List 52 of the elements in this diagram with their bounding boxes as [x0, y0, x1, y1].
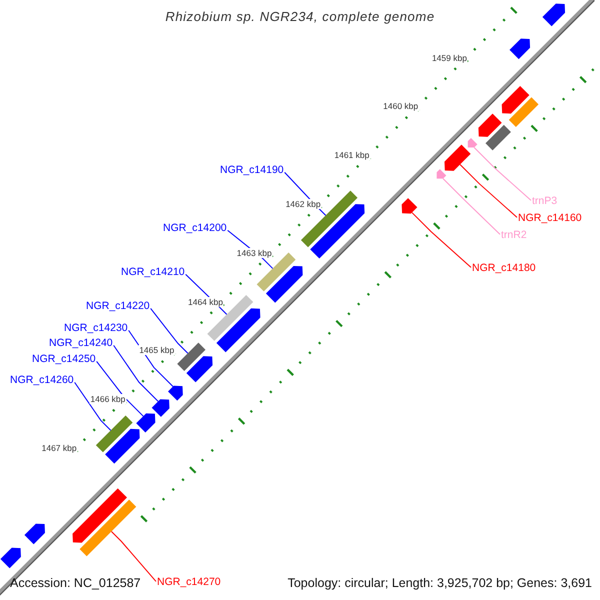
gene-label: trnR2	[501, 229, 527, 241]
leader-line	[128, 330, 174, 387]
scale-label: 1462 kbp	[284, 199, 322, 210]
gene-block	[96, 416, 140, 464]
leader-line	[411, 212, 472, 268]
gene-block	[478, 114, 511, 150]
gene-label: NGR_c14240	[49, 337, 113, 349]
gene-block	[510, 38, 530, 60]
gene-label: NGR_c14250	[32, 353, 96, 365]
leader-line	[110, 530, 156, 582]
gene-label: trnP3	[532, 195, 558, 207]
gene-label: NGR_c14230	[64, 322, 128, 334]
scale-label: 1466 kbp	[89, 394, 126, 404]
gene-label: NGR_c14260	[10, 374, 74, 386]
scale-label: 1467 kbp	[40, 443, 78, 454]
gene-label: NGR_c14270	[157, 576, 221, 588]
scale-label: 1460 kbp	[382, 101, 420, 112]
leader-line	[113, 344, 159, 402]
title: Rhizobium sp. NGR234, complete genome	[164, 9, 436, 24]
leader-line	[96, 360, 144, 417]
leader-line	[150, 308, 188, 354]
gene-block	[136, 413, 156, 432]
leader-line	[460, 164, 518, 218]
gene-block	[468, 138, 478, 148]
gene-block	[402, 198, 418, 214]
gene-block	[207, 294, 260, 352]
gene-block	[542, 4, 566, 26]
gene-block	[177, 342, 213, 382]
leader-line	[442, 178, 500, 235]
gene-label: NGR_c14210	[121, 266, 185, 278]
scale-label: 1465 kbp	[138, 345, 176, 356]
gene-block	[168, 386, 183, 401]
gene-label: NGR_c14190	[220, 164, 284, 176]
gene-block	[436, 169, 446, 179]
scale-label: 1461 kbp	[333, 150, 370, 160]
info-text: Topology: circular; Length: 3,925,702 bp; Genes: 3,691	[288, 576, 592, 591]
scale-label: 1459 kbp	[430, 52, 468, 63]
gene-label: NGR_c14200	[163, 222, 227, 234]
gene-label: NGR_c14220	[86, 300, 150, 312]
leader-line	[74, 382, 112, 431]
gene-block	[0, 548, 21, 568]
gene-label: NGR_c14160	[518, 212, 582, 224]
leader-line	[474, 147, 532, 201]
gene-label: NGR_c14180	[472, 262, 536, 274]
gene-block	[152, 399, 170, 417]
gene-block	[502, 86, 539, 127]
scale-label: 1463 kbp	[236, 248, 273, 258]
gene-block	[444, 144, 471, 171]
gene-block	[72, 488, 136, 556]
gene-block	[24, 524, 45, 544]
scale-label: 1464 kbp	[187, 296, 224, 307]
info-text: Accession: NC_012587	[10, 576, 141, 591]
